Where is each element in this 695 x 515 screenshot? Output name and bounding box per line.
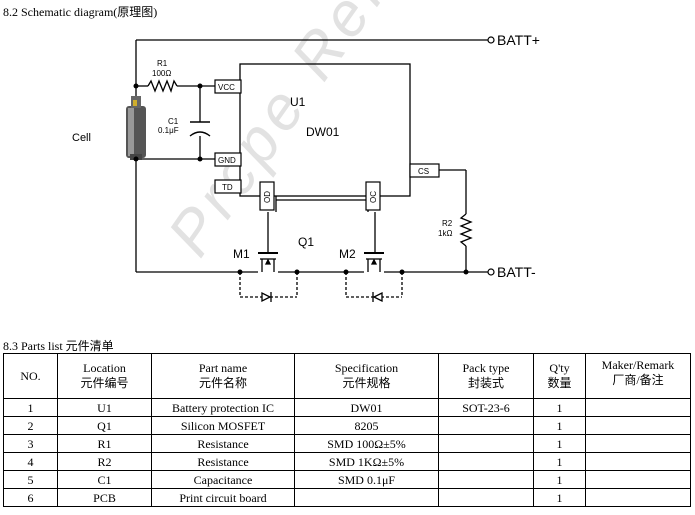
m1-label: M1 — [233, 247, 250, 261]
batt-minus-terminal — [487, 268, 495, 276]
u1-label: U1 — [290, 95, 306, 109]
mosfet-m1 — [239, 248, 298, 303]
r2-value: 1kΩ — [438, 229, 452, 238]
parts-section-title: 8.3 Parts list 元件清单 — [3, 339, 114, 353]
cell-battery — [126, 96, 146, 160]
ic-pins — [214, 79, 440, 211]
pin-cs: CS — [418, 167, 429, 176]
batt-plus-label: BATT+ — [497, 32, 540, 48]
pin-oc: OC — [369, 191, 378, 203]
r2-name: R2 — [442, 219, 453, 228]
pin-vcc: VCC — [218, 83, 235, 92]
r2-resistor — [459, 213, 473, 247]
header-no: NO. — [3, 353, 58, 399]
pin-td: TD — [222, 183, 233, 192]
schematic-diagram: Prcpe Reference — [72, 0, 540, 303]
r1-name: R1 — [157, 59, 168, 68]
c1-value: 0.1μF — [158, 126, 179, 135]
batt-plus-terminal — [487, 36, 495, 44]
r1-resistor — [147, 79, 178, 93]
cell-label: Cell — [72, 132, 91, 144]
c1-capacitor — [189, 121, 211, 137]
pin-od: OD — [263, 191, 272, 203]
m2-label: M2 — [339, 247, 356, 261]
junction-dots — [133, 83, 469, 275]
c1-name: C1 — [168, 117, 179, 126]
mosfet-m2 — [345, 248, 403, 303]
schematic-section-title: 8.2 Schematic diagram(原理图) — [3, 5, 158, 19]
batt-minus-label: BATT- — [497, 264, 536, 280]
r1-value: 100Ω — [152, 69, 171, 78]
q1-label: Q1 — [298, 235, 314, 249]
ic-name: DW01 — [306, 125, 340, 139]
pin-gnd: GND — [218, 156, 236, 165]
